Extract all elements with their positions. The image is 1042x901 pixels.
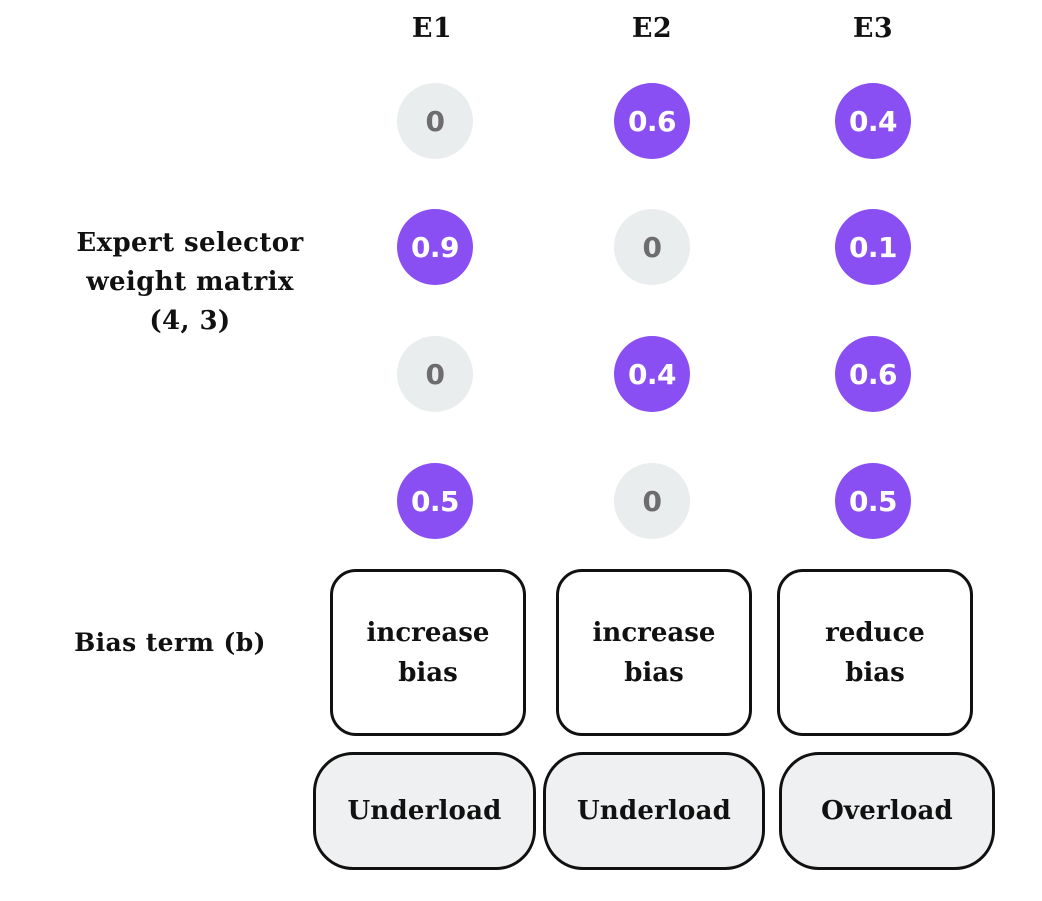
weight-cell-r1c2: 0.6 [614, 83, 690, 159]
weight-matrix-label: Expert selector weight matrix (4, 3) [76, 228, 304, 336]
bias-action-box-e2: increase bias [556, 569, 752, 736]
load-status-pill-e1: Underload [313, 752, 536, 870]
column-header-e2: E2 [631, 13, 673, 44]
weight-cell-r2c2: 0 [614, 209, 690, 285]
weight-cell-r3c3: 0.6 [835, 336, 911, 412]
bias-action-box-e1: increase bias [330, 569, 526, 736]
bias-term-label: Bias term (b) [74, 628, 266, 657]
load-status-pill-e2: Underload [543, 752, 765, 870]
weight-cell-r1c3: 0.4 [835, 83, 911, 159]
column-header-e1: E1 [411, 13, 453, 44]
load-status-pill-e3: Overload [779, 752, 995, 870]
weight-cell-r1c1: 0 [397, 83, 473, 159]
column-header-e3: E3 [852, 13, 894, 44]
weight-cell-r2c3: 0.1 [835, 209, 911, 285]
weight-cell-r2c1: 0.9 [397, 209, 473, 285]
weight-cell-r4c1: 0.5 [397, 463, 473, 539]
weight-cell-r4c3: 0.5 [835, 463, 911, 539]
weight-cell-r3c2: 0.4 [614, 336, 690, 412]
weight-cell-r4c2: 0 [614, 463, 690, 539]
bias-action-box-e3: reduce bias [777, 569, 973, 736]
weight-cell-r3c1: 0 [397, 336, 473, 412]
